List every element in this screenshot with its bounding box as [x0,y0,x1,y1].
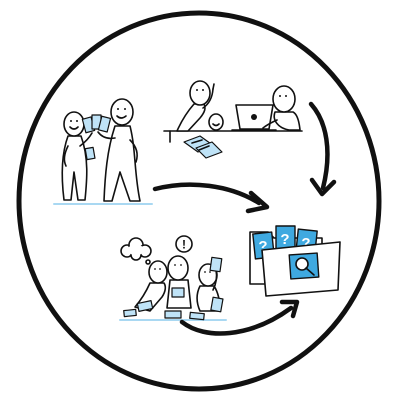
eye [209,271,211,273]
eye [174,264,176,266]
exclamation-mark: ! [182,238,186,252]
arrow-desk-to-folders [311,104,334,194]
question-mark: ? [280,231,289,248]
person-body [274,112,300,130]
arrow-to-folders [155,185,267,211]
person-head [64,112,84,136]
person-head [190,81,210,105]
paper [165,311,181,318]
person-head [273,86,295,112]
person-body [177,104,205,131]
floor-papers [184,136,222,158]
eye [70,120,72,122]
folder-stack: ? ? ? [250,226,340,296]
raised-finger [213,84,214,89]
eye [285,95,287,97]
laptop-logo [251,114,257,120]
eye [124,108,126,110]
person-small [209,114,223,130]
person-body [62,136,87,200]
paper [190,312,205,319]
eye [180,264,182,266]
scene-group-floor: ! [120,236,226,320]
eye [159,268,161,270]
held-paper [210,257,222,271]
laptop [232,105,276,130]
person-head [111,99,133,125]
eye [202,89,204,91]
person-sitting [167,256,191,308]
scene-sharing-cards [54,99,152,204]
alert-bubble: ! [176,236,192,252]
arrow-shaft [155,185,259,203]
eye [196,89,198,91]
cloud-fill [127,245,145,255]
person-head [149,261,167,283]
arrow-shaft [311,104,327,188]
scene-desk-work [164,81,302,158]
eye [76,120,78,122]
eye [154,268,156,270]
eye [204,271,206,273]
eye [279,95,281,97]
paper [211,297,223,312]
person-head [209,114,223,130]
card [85,147,95,159]
thought-cloud [121,238,153,268]
held-paper [172,288,184,297]
person-head [168,256,188,280]
paper [124,309,137,316]
person-body [104,126,140,201]
eye [117,108,119,110]
person-reaching [98,99,140,201]
magnifier-sheet [289,253,319,279]
thought-dot [146,260,150,264]
